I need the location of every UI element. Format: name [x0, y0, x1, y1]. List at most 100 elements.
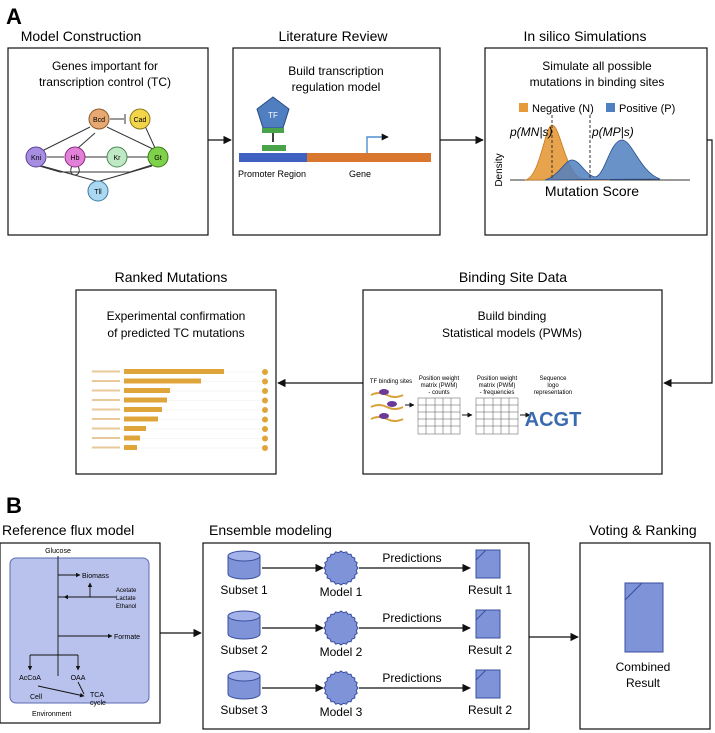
ranked-row-label [92, 408, 120, 411]
model-gear-icon [323, 610, 359, 646]
gene-node-hb: Hb [64, 146, 86, 168]
legend-swatch-positive [606, 103, 615, 112]
predictions-label: Predictions [382, 551, 441, 565]
ranked-row-dot [262, 378, 268, 385]
predictions-label: Predictions [382, 671, 441, 685]
mutation-score-xlabel: Mutation Score [545, 183, 639, 199]
model-label: Model 2 [320, 645, 363, 659]
ranked-row-dot [262, 407, 268, 413]
rk-box-title-2: of predicted TC mutations [107, 326, 244, 340]
ranked-row-dot [262, 388, 268, 394]
bs-step1-label: TF binding sites [370, 379, 412, 385]
ranked-bar [124, 445, 137, 450]
gene-label-kni: Kni [31, 155, 42, 162]
voting-title: Voting & Ranking [589, 522, 696, 538]
mc-box-title-2: transcription control (TC) [39, 75, 171, 89]
gene-node-bcd: Bcd [88, 108, 110, 130]
bs-step4-label-3: representation [534, 390, 572, 396]
result-document-icon [475, 549, 501, 579]
gene-node-tll: Tll [87, 180, 109, 202]
flux-biomass: Biomass [82, 573, 109, 580]
arrow-sim-to-binding [663, 139, 713, 388]
tf-label: TF [268, 111, 278, 120]
binding-site-box: Build binding Statistical models (PWMs) … [362, 289, 663, 475]
combined-result-1: Combined [616, 660, 671, 674]
curve-positive [544, 139, 661, 181]
promoter-bar [239, 153, 307, 162]
bs-step2-label-2: matrix (PWM) [421, 383, 458, 389]
ranked-bar [124, 407, 162, 412]
subset-cylinder-icon [227, 550, 261, 580]
gene-node-gt: Gt [147, 146, 169, 168]
tf-binding-site [262, 145, 286, 151]
gene-node-cad: Cad [129, 108, 151, 130]
density-ylabel: Density [494, 153, 505, 186]
reference-title: Reference flux model [2, 522, 134, 538]
flux-oaa: OAA [71, 675, 86, 682]
result-document-icon [475, 609, 501, 639]
bs-step3-label-1: Position weight [477, 376, 518, 382]
ranked-title: Ranked Mutations [115, 269, 228, 285]
tf-binding-sites-graphic [370, 389, 404, 422]
bs-step3-label-3: - frequencies [480, 390, 515, 396]
pwm-frequencies-grid [475, 397, 519, 435]
promoter-label: Promoter Region [238, 169, 306, 179]
ranked-row-dot [262, 435, 268, 442]
ranked-bar [124, 435, 140, 441]
simulations-title: In silico Simulations [524, 28, 647, 44]
ranked-bars [90, 369, 268, 451]
sequence-logo: ACGT [525, 409, 582, 431]
predictions-label: Predictions [382, 611, 441, 625]
ranked-row-dot [262, 426, 268, 432]
ranked-row-label [92, 380, 120, 382]
ranked-row-label [92, 427, 120, 430]
result-document-icon [475, 669, 501, 699]
gene-label-bcd: Bcd [93, 117, 105, 124]
annot-p-mn: p(MN|s) [509, 125, 552, 139]
subset-cylinder-icon [227, 670, 261, 700]
gene-label-gt: Gt [154, 155, 161, 162]
panel-b-label: B [6, 493, 22, 518]
bs-box-title-2: Statistical models (PWMs) [442, 326, 582, 340]
sim-box-title-1: Simulate all possible [542, 59, 652, 73]
rk-box-title-1: Experimental confirmation [107, 309, 246, 323]
voting-box: Combined Result [579, 542, 711, 730]
gene-label-tll: Tll [94, 189, 102, 196]
lr-box-title-1: Build transcription [288, 64, 383, 78]
cell-region [9, 557, 150, 704]
combined-result-2: Result [626, 676, 661, 690]
ranked-box: Experimental confirmation of predicted T… [75, 289, 277, 475]
subset-label: Subset 1 [220, 583, 268, 597]
flux-tca-1: TCA [90, 692, 104, 699]
ranked-bar [124, 369, 224, 374]
legend-negative: Negative (N) [532, 103, 594, 115]
ranked-row-label [92, 446, 120, 449]
bs-step4-label-1: Sequence [539, 376, 567, 382]
flux-formate: Formate [114, 634, 140, 641]
gene-node-kr: Kr [106, 146, 128, 168]
ranked-bar [124, 397, 167, 403]
ranked-row-dot [262, 416, 268, 423]
legend-positive: Positive (P) [619, 103, 675, 115]
flux-accoa: AcCoA [19, 675, 41, 682]
ensemble-title: Ensemble modeling [209, 522, 332, 538]
literature-review-title: Literature Review [279, 28, 389, 44]
ranked-row-dot [262, 397, 268, 404]
ranked-bar [124, 378, 201, 384]
gene-label-cad: Cad [134, 117, 147, 124]
model-label: Model 1 [320, 585, 363, 599]
bs-step4-label-2: logo [547, 383, 559, 389]
tss-arrow [366, 133, 389, 153]
gene-bar [307, 153, 431, 162]
lr-box-title-2: regulation model [292, 80, 381, 94]
ranked-row-label [92, 399, 120, 401]
ranked-row-label [92, 418, 120, 420]
flux-network [27, 556, 116, 698]
gene-label-hb: Hb [71, 155, 80, 162]
ranked-row-dot [262, 369, 268, 375]
literature-review-box: Build transcription regulation model TF … [232, 47, 441, 236]
subset-label: Subset 2 [220, 643, 268, 657]
flux-tca-2: cycle [90, 700, 106, 707]
